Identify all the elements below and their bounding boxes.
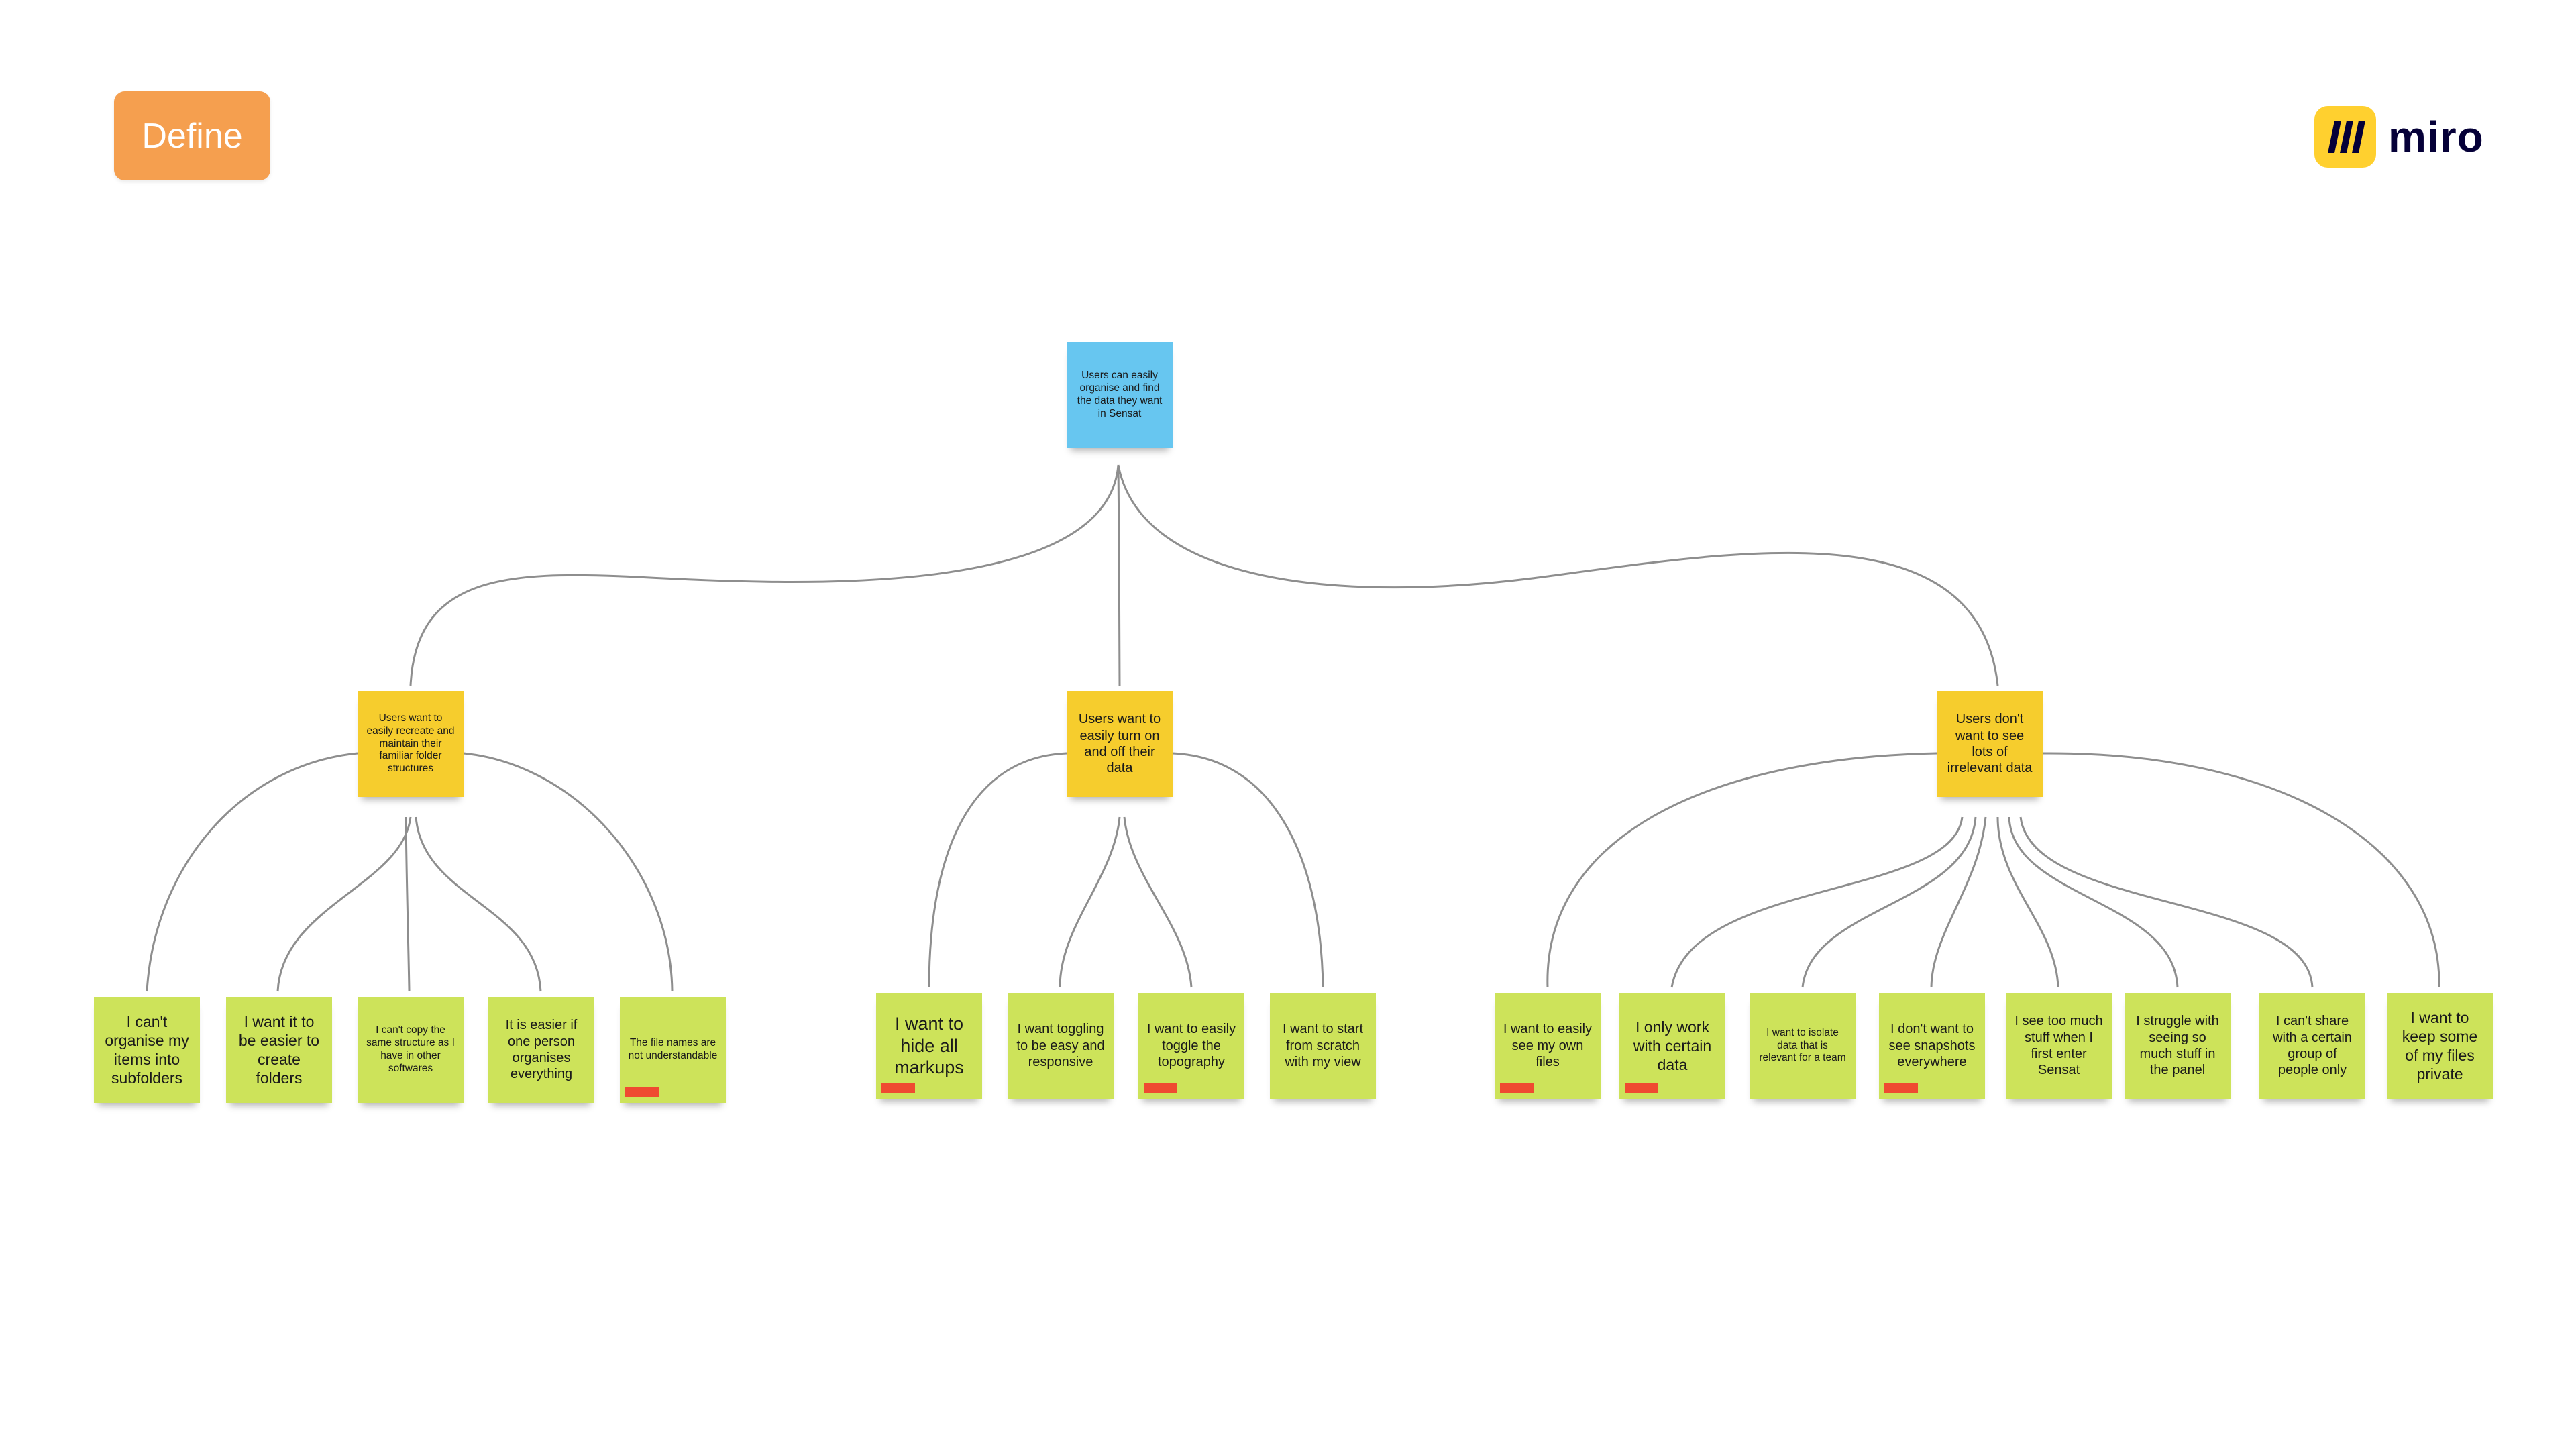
sticky-note-group-2-item-4[interactable]: I want to start from scratch with my vie…	[1270, 993, 1376, 1099]
connector-line	[1123, 816, 1193, 988]
sticky-note-group-2-item-1[interactable]: I want to hide all markups	[876, 993, 982, 1099]
red-tag	[1144, 1083, 1177, 1093]
sticky-note-text: I want to keep some of my files private	[2402, 1008, 2478, 1083]
sticky-note-group-1[interactable]: Users want to easily recreate and mainta…	[358, 691, 464, 797]
sticky-note-text: Users want to easily recreate and mainta…	[366, 712, 455, 775]
connector-line	[409, 464, 1120, 686]
connector-line	[928, 752, 1067, 988]
connector-line	[1930, 816, 1987, 988]
sticky-note-group-1-item-3[interactable]: I can't copy the same structure as I hav…	[358, 997, 464, 1103]
sticky-note-root[interactable]: Users can easily organise and find the d…	[1067, 342, 1173, 448]
sticky-note-text: I don't want to see snapshots everywhere	[1888, 1022, 1976, 1070]
connector-line	[2019, 816, 2314, 988]
sticky-note-text: I can't share with a certain group of pe…	[2273, 1014, 2352, 1078]
sticky-note-text: Users want to easily turn on and off the…	[1078, 712, 1161, 776]
sticky-note-text: I struggle with seeing so much stuff in …	[2136, 1014, 2219, 1078]
sticky-note-text: I can't organise my items into subfolder…	[105, 1012, 189, 1087]
connector-line	[2042, 752, 2440, 988]
connector-line	[1546, 752, 1937, 988]
define-badge-label: Define	[142, 116, 243, 156]
red-tag	[1884, 1083, 1918, 1093]
connector-line	[405, 816, 411, 992]
sticky-note-group-2-item-3[interactable]: I want to easily toggle the topography	[1138, 993, 1244, 1099]
connector-line	[1996, 816, 2059, 988]
sticky-note-text: It is easier if one person organises eve…	[505, 1018, 578, 1082]
sticky-note-group-3-item-2[interactable]: I only work with certain data	[1619, 993, 1725, 1099]
sticky-note-group-1-item-4[interactable]: It is easier if one person organises eve…	[488, 997, 594, 1103]
red-tag	[1500, 1083, 1534, 1093]
connector-line	[463, 752, 674, 992]
sticky-note-group-3[interactable]: Users don't want to see lots of irreleva…	[1937, 691, 2043, 797]
sticky-note-text: I can't copy the same structure as I hav…	[366, 1024, 455, 1074]
sticky-note-group-3-item-8[interactable]: I want to keep some of my files private	[2387, 993, 2493, 1099]
sticky-note-group-1-item-1[interactable]: I can't organise my items into subfolder…	[94, 997, 200, 1103]
sticky-note-text: Users don't want to see lots of irreleva…	[1947, 712, 2033, 776]
sticky-note-text: The file names are not understandable	[628, 1037, 718, 1061]
sticky-note-group-1-item-5[interactable]: The file names are not understandable	[620, 997, 726, 1103]
sticky-note-text: I want to isolate data that is relevant …	[1759, 1026, 1846, 1064]
sticky-note-group-3-item-6[interactable]: I struggle with seeing so much stuff in …	[2125, 993, 2231, 1099]
sticky-note-text: Users can easily organise and find the d…	[1077, 370, 1163, 419]
sticky-note-group-1-item-2[interactable]: I want it to be easier to create folders	[226, 997, 332, 1103]
sticky-note-group-2[interactable]: Users want to easily turn on and off the…	[1067, 691, 1173, 797]
connector-line	[276, 816, 412, 992]
sticky-note-text: I want toggling to be easy and responsiv…	[1016, 1022, 1105, 1070]
miro-logo-icon	[2314, 106, 2376, 168]
red-tag	[1625, 1083, 1658, 1093]
sticky-note-text: I want to start from scratch with my vie…	[1282, 1022, 1364, 1070]
connector-line	[1670, 816, 1964, 988]
sticky-note-text: I want to easily see my own files	[1503, 1022, 1593, 1070]
sticky-note-text: I want to hide all markups	[894, 1013, 964, 1078]
connector-line	[1117, 464, 1999, 686]
red-tag	[625, 1087, 659, 1097]
miro-logo: miro	[2314, 106, 2484, 168]
sticky-note-text: I want it to be easier to create folders	[238, 1012, 320, 1087]
sticky-note-group-3-item-1[interactable]: I want to easily see my own files	[1495, 993, 1601, 1099]
sticky-note-text: I want to easily toggle the topography	[1146, 1022, 1236, 1070]
sticky-note-text: I see too much stuff when I first enter …	[2015, 1014, 2103, 1078]
connector-line	[415, 816, 542, 992]
sticky-note-group-3-item-4[interactable]: I don't want to see snapshots everywhere	[1879, 993, 1985, 1099]
connector-line	[1801, 816, 1977, 988]
sticky-note-group-3-item-5[interactable]: I see too much stuff when I first enter …	[2006, 993, 2112, 1099]
red-tag	[881, 1083, 915, 1093]
connector-line	[2008, 816, 2179, 988]
sticky-note-group-3-item-3[interactable]: I want to isolate data that is relevant …	[1750, 993, 1856, 1099]
sticky-note-group-2-item-2[interactable]: I want toggling to be easy and responsiv…	[1008, 993, 1114, 1099]
sticky-note-text: I only work with certain data	[1633, 1018, 1712, 1074]
connector-line	[1172, 752, 1324, 988]
connector-line	[146, 752, 358, 992]
sticky-note-group-3-item-7[interactable]: I can't share with a certain group of pe…	[2259, 993, 2365, 1099]
miro-logo-text: miro	[2388, 113, 2484, 161]
define-badge[interactable]: Define	[114, 91, 270, 180]
connector-line	[1059, 816, 1121, 988]
connector-line	[1117, 464, 1121, 686]
